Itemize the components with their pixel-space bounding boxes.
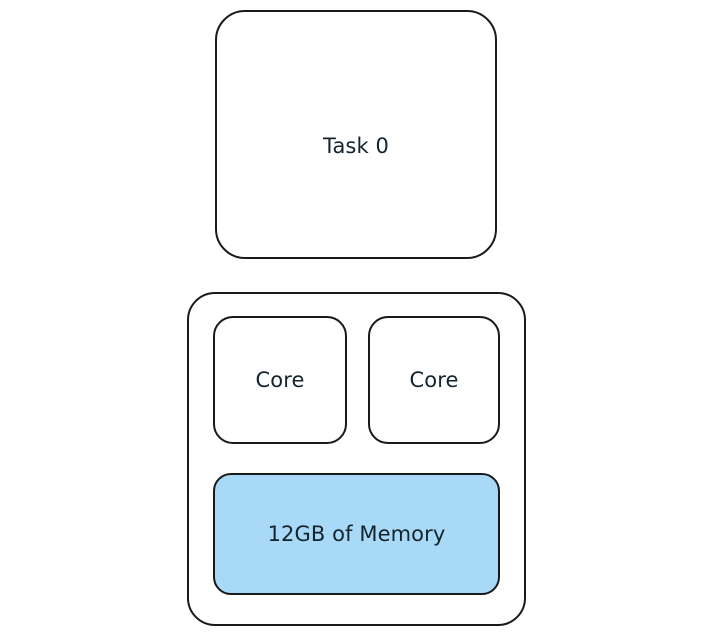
- core-node-1-label: Core: [409, 367, 459, 392]
- memory-node: 12GB of Memory: [213, 473, 500, 595]
- memory-node-label: 12GB of Memory: [267, 521, 446, 546]
- task-node-label: Task 0: [323, 134, 389, 158]
- core-node-1: Core: [368, 316, 500, 444]
- core-node-0: Core: [213, 316, 347, 444]
- core-node-0-label: Core: [255, 367, 305, 392]
- task-node: Task 0: [215, 10, 497, 259]
